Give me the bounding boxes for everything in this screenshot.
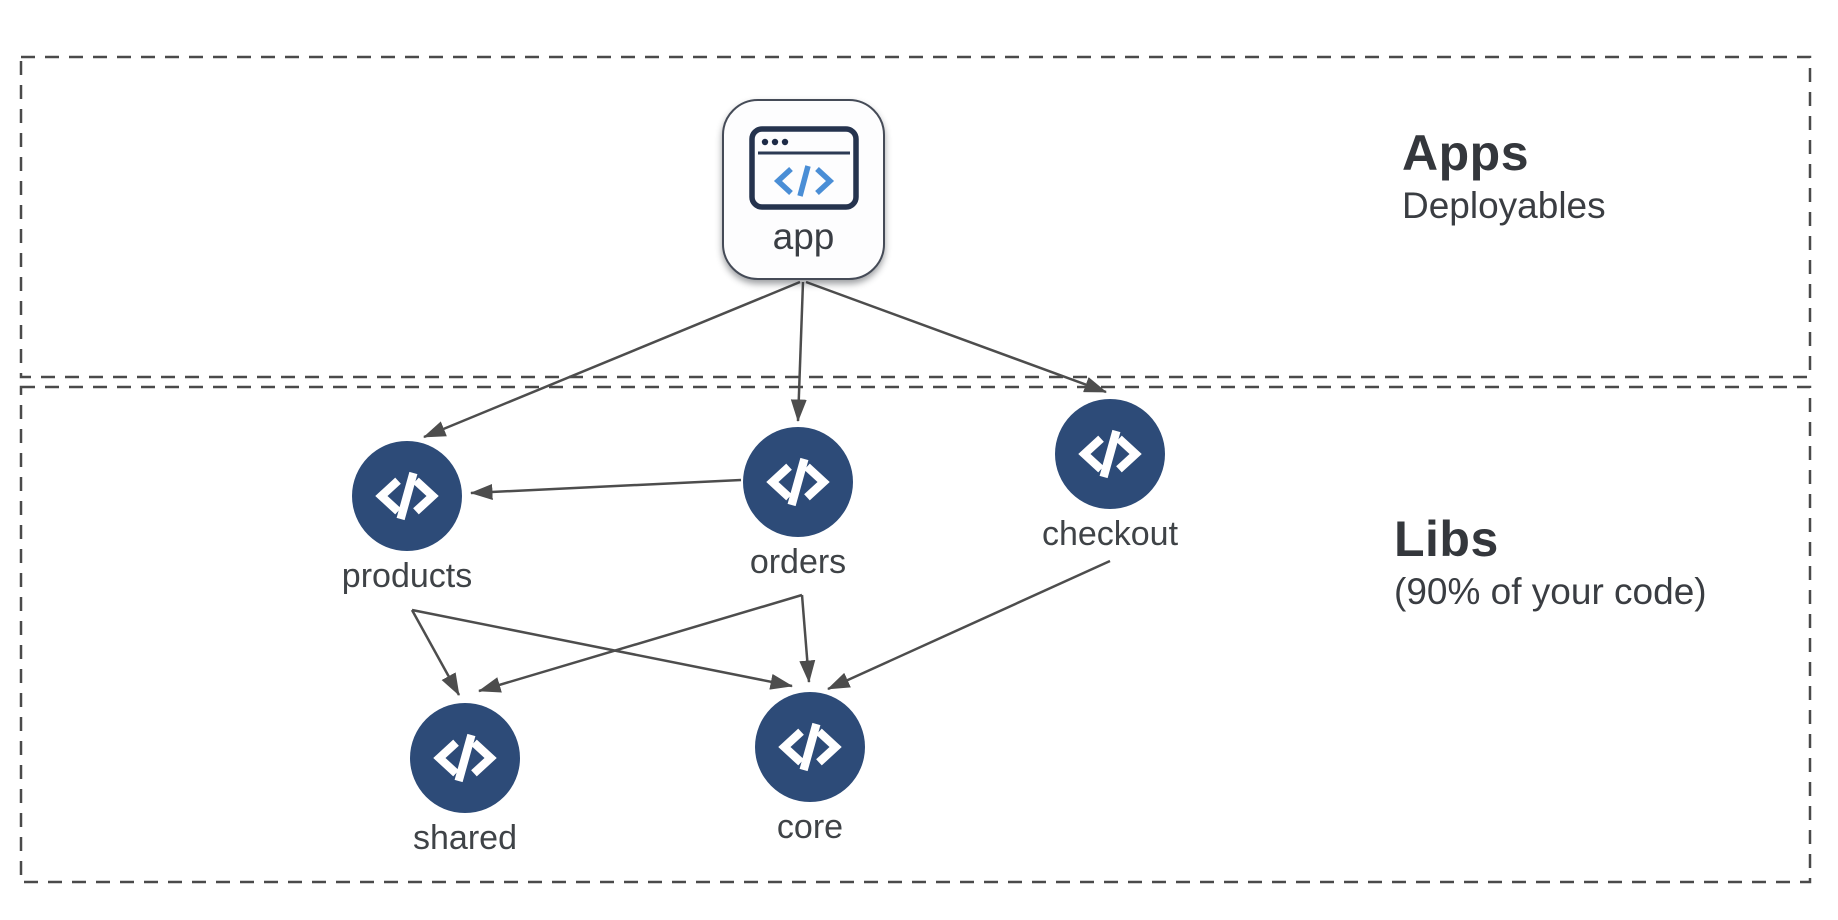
node-label-app: app — [772, 216, 835, 257]
node-circle-orders — [743, 427, 853, 537]
libs-subtitle: (90% of your code) — [1394, 571, 1707, 612]
node-label-orders: orders — [749, 543, 847, 581]
node-label-shared: shared — [413, 819, 517, 857]
code-icon — [778, 715, 842, 779]
edge-products-shared — [410, 609, 461, 696]
node-orders: orders — [688, 427, 908, 582]
node-core: core — [700, 692, 920, 847]
browser-code-icon — [748, 126, 859, 210]
node-label-products: products — [341, 557, 473, 595]
node-circle-core — [755, 692, 865, 802]
edge-app-orders — [790, 281, 807, 422]
apps-subtitle: Deployables — [1402, 185, 1606, 226]
code-icon — [1078, 422, 1142, 486]
node-app: app — [722, 99, 885, 280]
node-shared: shared — [355, 703, 575, 858]
node-circle-products — [352, 441, 462, 551]
edge-app-checkout — [805, 280, 1107, 394]
code-icon — [375, 464, 439, 528]
edge-orders-shared — [478, 593, 803, 693]
node-checkout: checkout — [1000, 399, 1220, 554]
code-icon — [433, 726, 497, 790]
edge-orders-core — [799, 594, 816, 683]
libs-section-heading: Libs (90% of your code) — [1394, 512, 1707, 614]
libs-title: Libs — [1394, 511, 1499, 567]
code-icon — [766, 450, 830, 514]
node-products: products — [297, 441, 517, 596]
node-circle-shared — [410, 703, 520, 813]
apps-title: Apps — [1402, 125, 1529, 181]
apps-section-heading: Apps Deployables — [1402, 126, 1606, 228]
edge-products-core — [411, 608, 793, 690]
node-circle-checkout — [1055, 399, 1165, 509]
node-label-checkout: checkout — [1041, 515, 1179, 553]
edge-app-products — [423, 280, 801, 439]
node-label-core: core — [776, 808, 844, 846]
